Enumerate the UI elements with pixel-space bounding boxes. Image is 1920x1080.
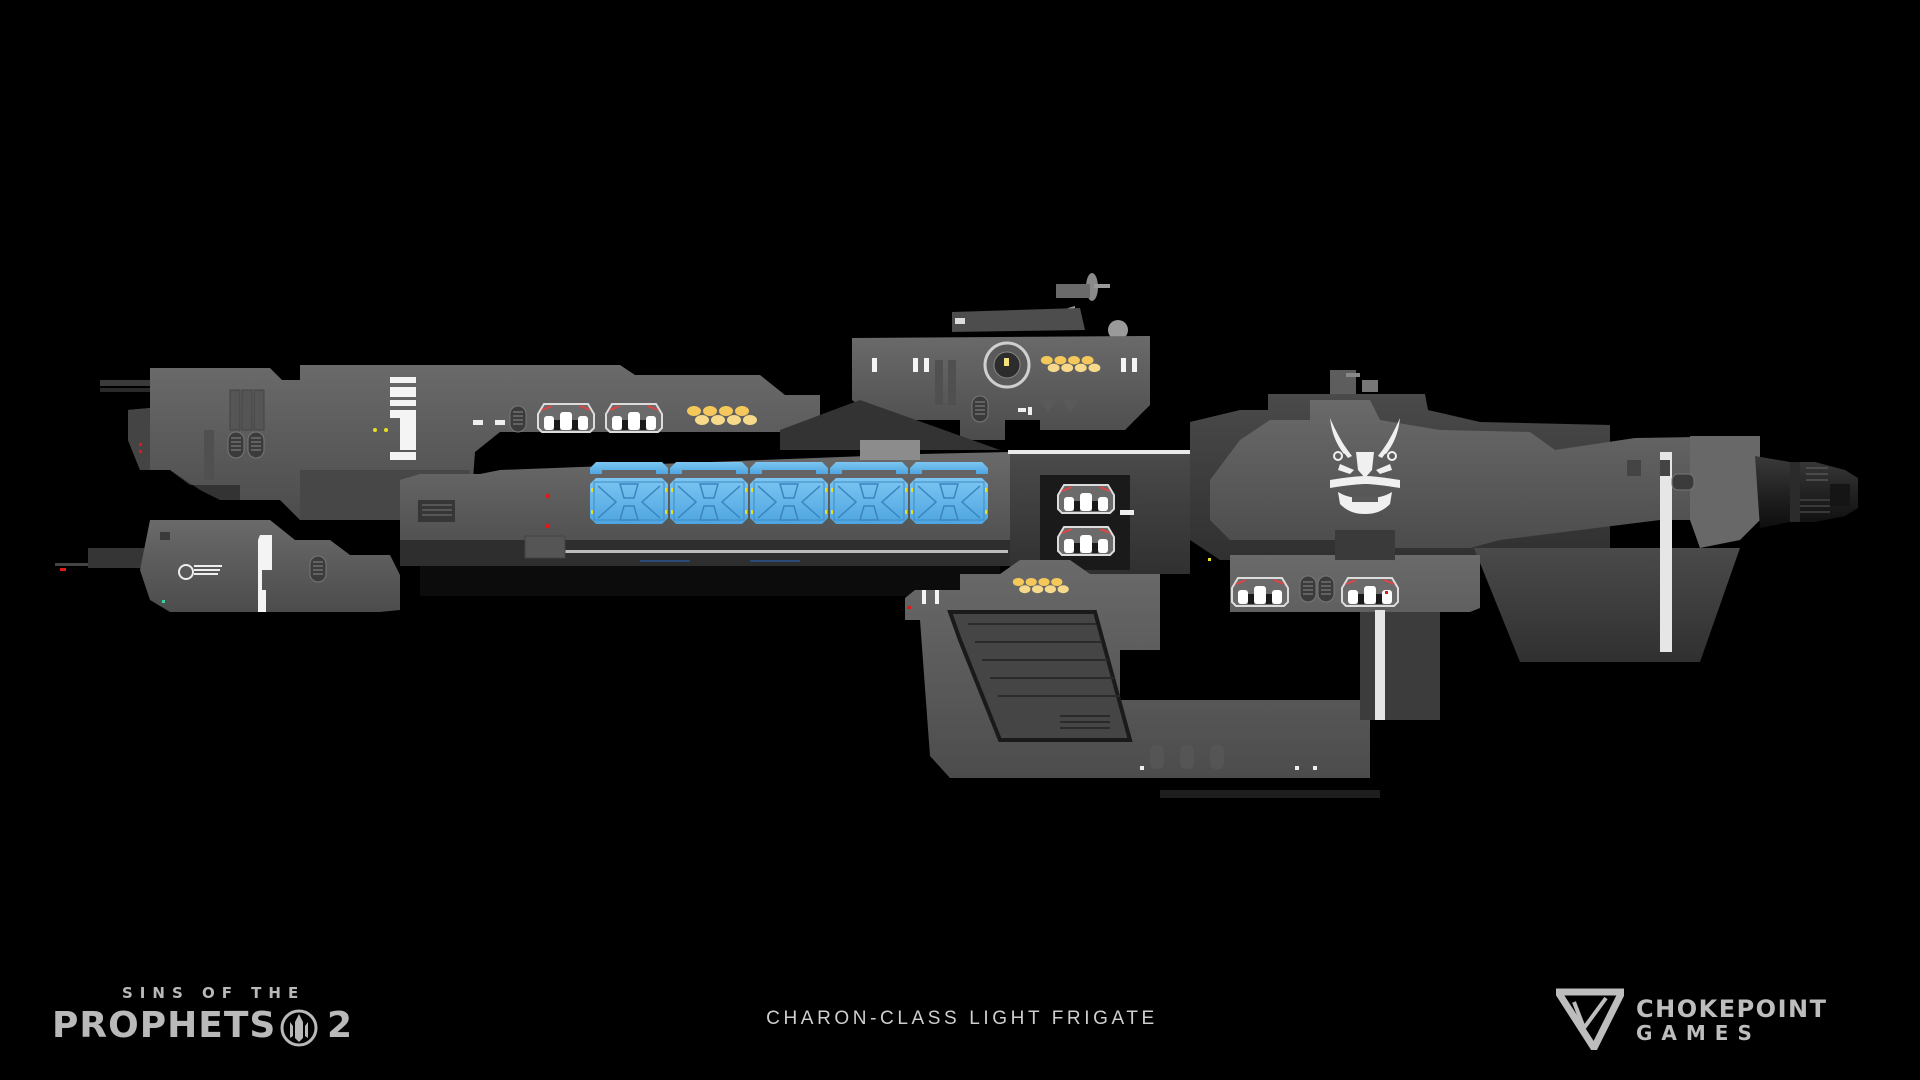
chokepoint-triangle-icon [1556,988,1624,1050]
ship-caption: CHARON-CLASS LIGHT FRIGATE [0,1008,1920,1030]
engine-nozzle [1755,456,1858,528]
ship-name: CHARON-CLASS LIGHT FRIGATE [766,1008,1158,1029]
fore-section [1190,370,1760,720]
game-logo-number: 2 [327,1005,353,1046]
insignia-plate [1335,530,1395,560]
mid-section [905,454,1380,798]
game-logo: SINS OF THE PROPHETS 2 [52,984,372,1054]
studio-name: CHOKEPOINT [1636,995,1828,1023]
prophets-emblem-icon [280,1009,318,1047]
game-logo-title: PROPHETS [52,1005,277,1046]
unsc-eagle-icon [1330,418,1400,514]
studio-subtitle: GAMES [1636,1021,1761,1045]
rear-lower-boom [55,520,400,612]
main-keel [400,452,1010,596]
studio-logo: CHOKEPOINT GAMES [1556,988,1886,1052]
game-logo-subtitle: SINS OF THE [122,984,306,1002]
bridge-tower [780,273,1268,460]
